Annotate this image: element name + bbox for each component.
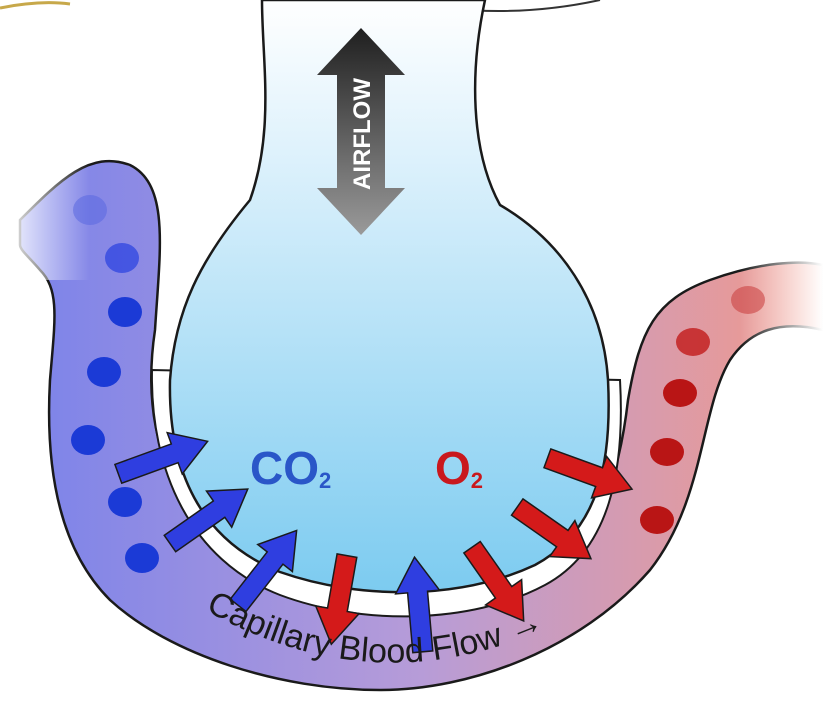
co2-diffusion-arrows <box>113 431 441 654</box>
co2-arrow-icon <box>163 488 249 553</box>
o2-arrow-icon <box>462 540 525 623</box>
oxygenated-blood-cells <box>640 286 765 534</box>
blood-cell <box>71 425 105 455</box>
blood-cell <box>663 379 697 407</box>
blood-cell <box>73 195 107 225</box>
blood-cell <box>105 243 139 273</box>
co2-arrow-icon <box>229 529 298 613</box>
blood-cell <box>125 543 159 573</box>
blood-cell <box>640 506 674 534</box>
top-left-decoration <box>0 1 71 10</box>
co2-arrow-icon <box>113 431 209 485</box>
o2-label: O2 <box>435 442 483 494</box>
blood-cell <box>108 487 142 517</box>
o2-arrow-icon <box>510 497 593 560</box>
blood-cell <box>87 357 121 387</box>
o2-diffusion-arrows <box>314 447 634 646</box>
o2-arrow-icon <box>543 447 634 499</box>
airflow-arrow-icon: AIRFLOW <box>317 28 405 235</box>
airflow-label: AIRFLOW <box>349 78 376 190</box>
co2-label: CO2 <box>250 442 331 494</box>
blood-cell <box>650 438 684 466</box>
blood-cell <box>731 286 765 314</box>
blood-cell <box>108 297 142 327</box>
o2-arrow-icon <box>314 553 361 646</box>
blood-cell <box>676 328 710 356</box>
co2-arrow-icon <box>394 555 441 654</box>
deoxygenated-blood-cells <box>71 195 159 573</box>
